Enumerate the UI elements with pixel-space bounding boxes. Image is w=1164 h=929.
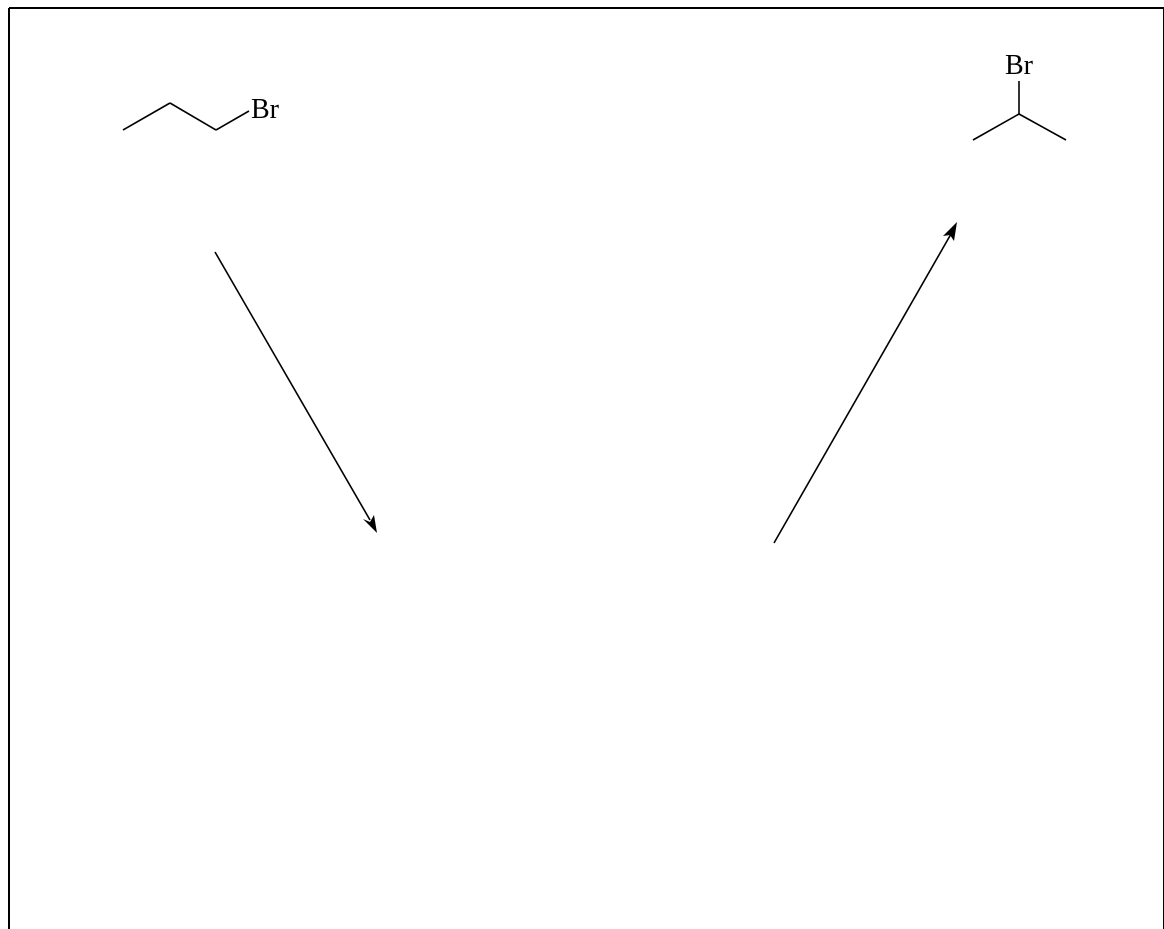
molecule-1-bromopropane (122, 102, 250, 131)
reaction-arrow-left (214, 251, 377, 533)
reaction-arrow-right (773, 222, 957, 544)
arrow-left-shaft (214, 251, 371, 521)
molecule-1-br-label: Br (251, 94, 280, 125)
bond-c1-c2 (122, 102, 171, 131)
arrow-right-head (943, 222, 957, 241)
arrow-right-shaft (773, 233, 952, 544)
molecule-2-bromopropane (972, 81, 1067, 141)
bond-c2-c3 (169, 102, 217, 131)
bond-c2-c3 (1018, 113, 1067, 141)
diagram-frame (8, 7, 1164, 929)
arrow-left-head (363, 515, 377, 533)
bond-c1-c2 (972, 113, 1020, 141)
bond-c3-br (215, 110, 250, 131)
molecule-2-br-label: Br (1005, 50, 1034, 81)
